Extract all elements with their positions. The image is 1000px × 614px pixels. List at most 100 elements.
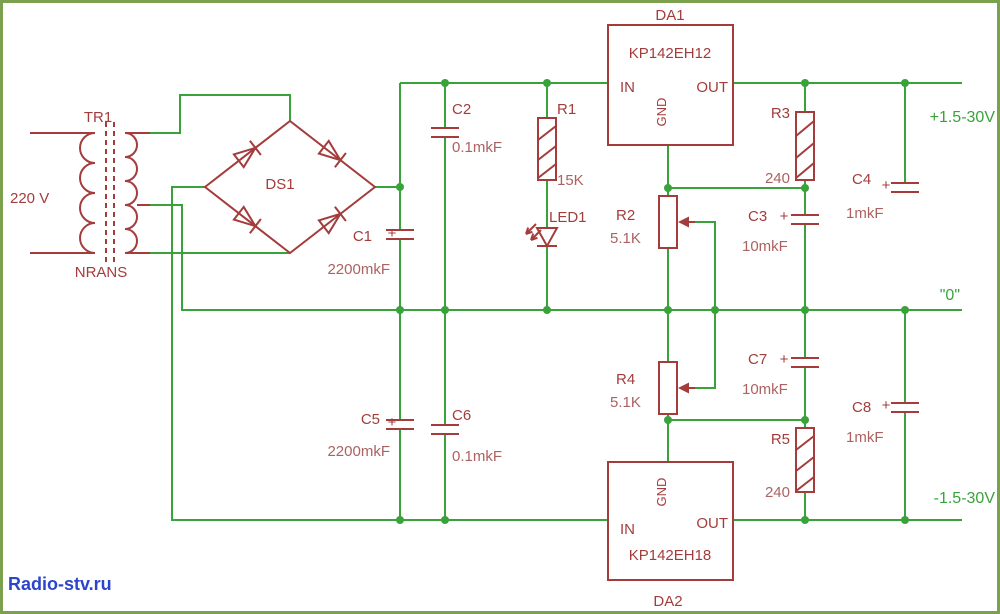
da1-pin-in-label: IN	[620, 79, 635, 96]
diode-top-right	[317, 139, 347, 168]
junction-dot	[441, 306, 449, 314]
capacitor-c3	[791, 214, 819, 225]
r4-value: 5.1K	[610, 394, 641, 411]
output-positive-label: +1.5-30V	[930, 109, 996, 126]
c6-value: 0.1mkF	[452, 448, 502, 465]
c3-designator: C3	[748, 208, 767, 225]
da2-pin-gnd-label: GND	[654, 478, 669, 507]
da1-pin-gnd-label: GND	[654, 98, 669, 127]
resistor-symbols	[537, 111, 815, 493]
c5-value: 2200mkF	[327, 443, 390, 460]
da1-part-number: KP142EH12	[629, 45, 712, 62]
c4-polarity: +	[882, 177, 891, 194]
r3-value: 240	[765, 170, 790, 187]
diode-bottom-right	[317, 206, 347, 235]
capacitor-c1	[386, 229, 414, 240]
led-triangle	[535, 227, 559, 249]
junction-dot	[901, 306, 909, 314]
da1-pin-out-label: OUT	[696, 79, 728, 96]
r2-value: 5.1K	[610, 230, 641, 247]
diode-bottom-left	[232, 205, 262, 234]
junction-dot	[543, 306, 551, 314]
wire-zero-rail	[150, 204, 962, 311]
da2-part-number: KP142EH18	[629, 547, 712, 564]
junction-dot	[441, 79, 449, 87]
resistor-r1	[537, 117, 557, 181]
capacitor-c2	[431, 127, 459, 138]
primary-voltage-label: 220 V	[10, 190, 49, 207]
wire-adj2-network	[667, 310, 806, 520]
c4-designator: C4	[852, 171, 871, 188]
c6-designator: C6	[452, 407, 471, 424]
junction-dot	[801, 306, 809, 314]
junction-dot	[801, 516, 809, 524]
junction-dot	[801, 79, 809, 87]
potentiometer-r4-wiper-arrow	[678, 382, 695, 394]
potentiometer-r2	[658, 195, 678, 249]
c5-designator: C5	[361, 411, 380, 428]
c1-value: 2200mkF	[327, 261, 390, 278]
r1-designator: R1	[557, 101, 576, 118]
wire-top-rail-right	[733, 82, 962, 183]
junction-dot	[801, 184, 809, 192]
r5-value: 240	[765, 484, 790, 501]
capacitor-c4	[891, 182, 919, 193]
transformer-caption: NRANS	[75, 264, 128, 281]
c1-designator: C1	[353, 228, 372, 245]
capacitor-symbols	[386, 127, 919, 435]
c5-polarity: +	[388, 414, 397, 431]
led-emission-arrows	[525, 223, 542, 241]
junction-dot	[396, 183, 404, 191]
c2-value: 0.1mkF	[452, 139, 502, 156]
transformer-designator: TR1	[84, 109, 112, 126]
output-negative-label: -1.5-30V	[934, 490, 996, 507]
led-designator: LED1	[549, 209, 587, 226]
junction-dot	[396, 516, 404, 524]
junction-dot	[396, 306, 404, 314]
potentiometer-r4	[658, 361, 678, 415]
r2-designator: R2	[616, 207, 635, 224]
resistor-r5	[795, 427, 815, 493]
da2-pin-in-label: IN	[620, 521, 635, 538]
wires	[150, 82, 962, 521]
capacitor-c5	[386, 419, 414, 430]
c3-value: 10mkF	[742, 238, 788, 255]
c7-designator: C7	[748, 351, 767, 368]
potentiometer-r2-wiper-arrow	[678, 216, 695, 228]
capacitor-c6	[431, 424, 459, 435]
wire-positive-raw-and-top-rail-left	[375, 82, 608, 310]
transformer-secondary-winding	[124, 132, 150, 254]
c7-value: 10mkF	[742, 381, 788, 398]
junction-dot	[801, 416, 809, 424]
junction-dot	[901, 79, 909, 87]
c8-value: 1mkF	[846, 429, 884, 446]
c4-value: 1mkF	[846, 205, 884, 222]
bridge-diamond	[203, 119, 377, 255]
junction-dot	[543, 79, 551, 87]
transformer-primary-winding	[30, 132, 96, 254]
da2-pin-out-label: OUT	[696, 515, 728, 532]
c2-designator: C2	[452, 101, 471, 118]
wire-c5-c6-branch	[399, 310, 446, 520]
junction-dot	[664, 416, 672, 424]
c8-polarity: +	[882, 397, 891, 414]
wire-adj1-network	[667, 145, 806, 310]
wire-ac-top	[150, 94, 291, 134]
r5-designator: R5	[771, 431, 790, 448]
c8-designator: C8	[852, 399, 871, 416]
capacitor-c7	[791, 357, 819, 368]
junction-dot	[711, 306, 719, 314]
junction-dot	[901, 516, 909, 524]
junction-dot	[664, 184, 672, 192]
led-symbol	[525, 223, 559, 249]
junction-dots	[396, 79, 909, 524]
diode-top-left	[232, 140, 262, 169]
c7-polarity: +	[780, 351, 789, 368]
r4-designator: R4	[616, 371, 635, 388]
c1-polarity: +	[388, 225, 397, 242]
r3-designator: R3	[771, 105, 790, 122]
da1-designator: DA1	[655, 7, 684, 24]
capacitor-c8	[891, 402, 919, 413]
